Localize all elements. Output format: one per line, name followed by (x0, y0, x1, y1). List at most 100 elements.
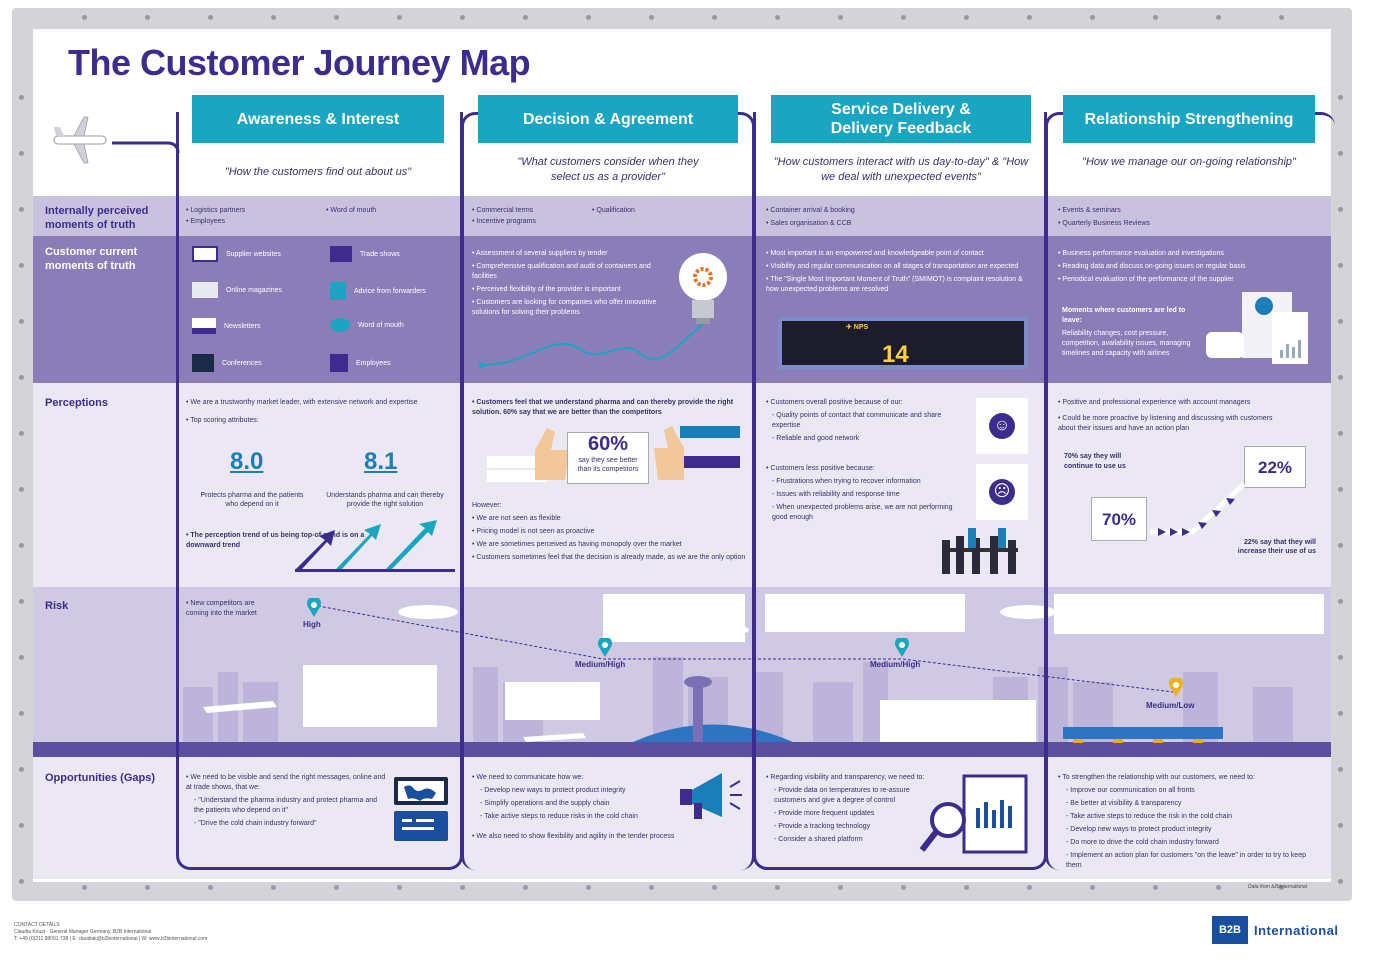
frame-dot (1338, 879, 1343, 884)
stage-header-service: Service Delivery & Delivery Feedback (771, 95, 1031, 143)
frame-dot (1279, 885, 1284, 890)
frame-dot (649, 15, 654, 20)
frame-dot (1338, 767, 1343, 772)
channel-label: Newsletters (223, 322, 261, 330)
conference-icon (192, 354, 214, 372)
risk-cell-1: • New competitors are coming into the ma… (186, 600, 257, 617)
frame-dot (271, 885, 276, 890)
pin-icon (307, 598, 321, 617)
pin-icon (895, 638, 909, 657)
frame-dot (19, 767, 24, 772)
opportunity-text: - Consider a shared platform (774, 836, 863, 843)
row-label-perceptions: Perceptions (45, 397, 108, 409)
current-item: • Business performance evaluation and in… (1058, 250, 1224, 257)
current-item: • Perceived flexibility of the provider … (472, 286, 621, 293)
current-item: • Most important is an empowered and kno… (766, 250, 984, 257)
perception-text: • Customers less positive because: (766, 465, 875, 472)
perception-cell-4: • Positive and professional experience w… (1058, 398, 1318, 437)
frame-dot (1338, 95, 1343, 100)
frame-dot (208, 15, 213, 20)
frame-dot (334, 15, 339, 20)
frame-dot (19, 599, 24, 604)
speech-bubble-4 (765, 594, 965, 632)
frame-dot (19, 711, 24, 716)
risk-level-label: High (303, 620, 321, 629)
channel-label: Word of mouth (357, 321, 404, 329)
perception-text: • Pricing model is not seen as proactive (472, 528, 595, 535)
perception-text: • Could be more proactive by listening a… (1058, 415, 1273, 432)
speech-bubble-5 (880, 700, 1036, 742)
frame-dot (19, 151, 24, 156)
frame-dot (1338, 655, 1343, 660)
opportunity-text: - Develop new ways to protect product in… (480, 787, 626, 794)
score-value: 8.0 (230, 448, 264, 475)
frame-dot (964, 15, 969, 20)
frame-dot (1338, 375, 1343, 380)
speech-bubble-1 (303, 665, 437, 727)
pin-icon (598, 638, 612, 657)
source-note: Data from b2binternational (1248, 884, 1307, 890)
frame-dot (775, 885, 780, 890)
frame-dot (19, 319, 24, 324)
frame-dot (1216, 885, 1221, 890)
frame-dot (1090, 885, 1095, 890)
opportunity-text: - "Understand the pharma industry and pr… (194, 797, 378, 814)
happy-face-icon: ☺ (976, 398, 1028, 454)
page-title: The Customer Journey Map (68, 42, 531, 83)
channel-label: Employees (355, 359, 391, 367)
lane-connector (112, 141, 180, 154)
internal-item: • Commercial terms (472, 207, 534, 214)
frame-dot (19, 543, 24, 548)
opportunity-text: - Provide data on temperatures to re-ass… (774, 787, 910, 804)
opportunity-cell-3: • Regarding visibility and transparency,… (766, 773, 966, 848)
current-cell-2: • Assessment of several suppliers by ten… (472, 249, 672, 321)
opportunity-text: - Improve our communication on all front… (1066, 787, 1195, 794)
band-current (33, 236, 1331, 383)
perception-70-caption: 70% say they will continue to use us (1064, 453, 1126, 470)
channel-label: Advice from forwarders (353, 287, 426, 295)
frame-dot (19, 823, 24, 828)
channel-label: Supplier websites (225, 250, 281, 258)
opportunity-text: • To strengthen the relationship with ou… (1058, 774, 1255, 781)
channel-item: Supplier websites (192, 246, 281, 262)
thumbs-up-icon (654, 426, 740, 480)
internal-item: • Container arrival & booking (766, 207, 855, 214)
frame-dot (1216, 15, 1221, 20)
frame-dot (19, 655, 24, 660)
score-value: 8.1 (364, 448, 398, 475)
perception-text: - Issues with reliability and response t… (772, 491, 900, 498)
frame-dot (397, 885, 402, 890)
opportunity-text: - Take active steps to reduce the risk i… (1066, 813, 1233, 820)
frame-dot (1338, 207, 1343, 212)
contact-line: T: +49 (0)211 98091 738 | E: claudiak@b2… (14, 936, 208, 942)
frame-dot (1153, 15, 1158, 20)
airplane-icon (53, 116, 107, 164)
website-icon (192, 246, 218, 262)
frame-dot (1027, 885, 1032, 890)
band-internal (33, 196, 1331, 236)
frame-dot (901, 885, 906, 890)
stage-quote: "How customers interact with us day-to-d… (773, 156, 1029, 183)
frame-dot (460, 885, 465, 890)
frame-dot (19, 207, 24, 212)
row-label-risk: Risk (45, 600, 69, 612)
channel-item: Newsletters (192, 318, 261, 334)
opportunity-text: - Develop new ways to protect product in… (1066, 826, 1212, 833)
frame-dot (1338, 599, 1343, 604)
frame-dot (208, 885, 213, 890)
channel-item: Online magazines (192, 282, 282, 298)
risk-level-label: Medium/High (575, 660, 626, 669)
perception-text: • We are a trustworthy market leader, wi… (186, 399, 418, 406)
stage-quote: "How the customers find out about us" (224, 166, 412, 178)
contact-line: Claudia Knust - General Manager Germany,… (14, 929, 152, 935)
perception-cell-2b: However: • We are not seen as flexible •… (472, 501, 747, 566)
channel-label: Online magazines (225, 286, 282, 294)
frame-dot (775, 15, 780, 20)
opportunity-text: • We need to be visible and send the rig… (186, 774, 386, 791)
internal-item: • Incentive programs (472, 218, 536, 225)
current-item: • Reading data and discuss on-going issu… (1058, 263, 1246, 270)
perception-text: • Customers sometimes feel that the deci… (472, 554, 746, 561)
frame-dot (271, 15, 276, 20)
perception-text: - Quality points of contact that communi… (772, 412, 942, 429)
leave-box: Moments where customers are led to leave… (1062, 306, 1202, 362)
